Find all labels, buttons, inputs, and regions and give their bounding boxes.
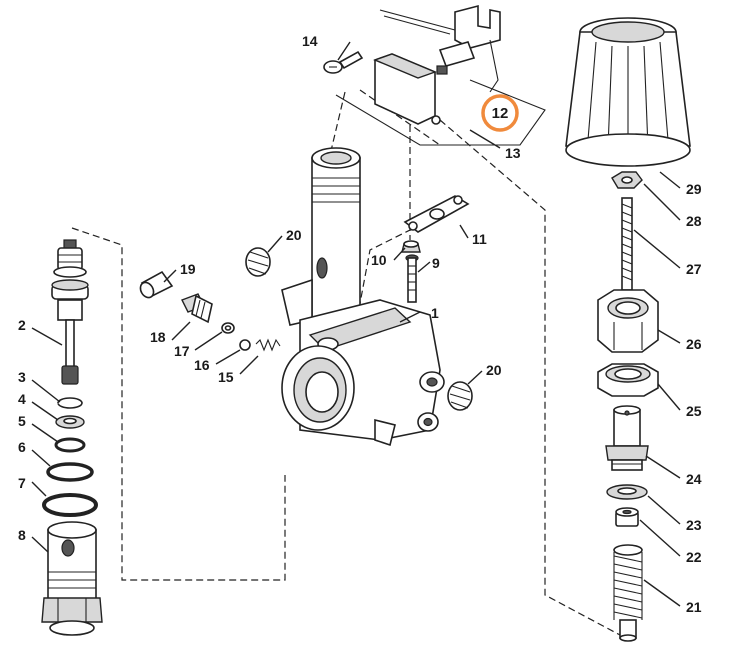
part-24-adjusting-screw[interactable]	[605, 405, 649, 471]
callout-14[interactable]: 14	[302, 33, 318, 49]
part-11-bracket[interactable]	[403, 195, 470, 233]
callout-29[interactable]: 29	[686, 181, 702, 197]
part-18-nipple[interactable]	[181, 293, 213, 324]
callout-26[interactable]: 26	[686, 336, 702, 352]
callout-23[interactable]: 23	[686, 517, 702, 533]
callout-22[interactable]: 22	[686, 549, 702, 565]
callout-8[interactable]: 8	[18, 527, 26, 543]
part-2-valve-stem[interactable]	[51, 239, 89, 385]
part-28-nut[interactable]	[611, 171, 643, 189]
part-5-o-ring[interactable]	[54, 437, 86, 453]
callout-3[interactable]: 3	[18, 369, 26, 385]
part-4-washer[interactable]	[55, 415, 85, 429]
callout-4[interactable]: 4	[18, 391, 26, 407]
part-1-housing[interactable]	[281, 147, 445, 447]
part-7-o-ring[interactable]	[42, 493, 98, 517]
part-10-washer[interactable]	[401, 240, 421, 253]
part-6-o-ring[interactable]	[46, 462, 94, 482]
callout-15[interactable]: 15	[218, 369, 234, 385]
part-15-spring[interactable]	[255, 338, 281, 352]
callout-20-right[interactable]: 20	[486, 362, 502, 378]
callout-28[interactable]: 28	[686, 213, 702, 229]
part-29-cap[interactable]	[565, 17, 691, 167]
part-19-pin[interactable]	[138, 270, 174, 300]
callout-24[interactable]: 24	[686, 471, 702, 487]
callout-12-highlighted[interactable]: 12	[481, 94, 519, 132]
part-14-screw[interactable]	[323, 50, 364, 74]
callout-19[interactable]: 19	[180, 261, 196, 277]
callout-10[interactable]: 10	[371, 252, 387, 268]
callout-7[interactable]: 7	[18, 475, 26, 491]
callout-16[interactable]: 16	[194, 357, 210, 373]
part-20-plug-top[interactable]	[245, 247, 271, 277]
callout-27[interactable]: 27	[686, 261, 702, 277]
part-12-microswitch[interactable]	[379, 4, 501, 93]
callout-9[interactable]: 9	[432, 255, 440, 271]
part-27-threaded-rod[interactable]	[621, 197, 633, 291]
part-25-lock-nut[interactable]	[597, 363, 659, 397]
part-23-washer[interactable]	[606, 484, 648, 500]
part-16-ball[interactable]	[239, 339, 251, 351]
callout-11[interactable]: 11	[472, 231, 487, 247]
part-9-screw[interactable]	[405, 254, 419, 303]
callout-2[interactable]: 2	[18, 317, 26, 333]
callout-21[interactable]: 21	[686, 599, 702, 615]
part-20-plug-right[interactable]	[447, 381, 473, 411]
callout-labels: 1 2 3 4 5 6 7 8 9 10 11 13 14 15 16 17 1…	[18, 33, 702, 615]
part-26-hex-nut[interactable]	[597, 289, 659, 353]
part-22-piston[interactable]	[615, 507, 639, 527]
callout-20-top[interactable]: 20	[286, 227, 302, 243]
part-3-retaining-ring[interactable]	[57, 397, 83, 409]
part-13-switch-housing[interactable]	[373, 53, 441, 125]
callout-17[interactable]: 17	[174, 343, 190, 359]
part-8-valve-body[interactable]	[41, 521, 103, 636]
callout-13[interactable]: 13	[505, 145, 521, 161]
callout-1[interactable]: 1	[431, 305, 439, 321]
callout-18[interactable]: 18	[150, 329, 166, 345]
leader-lines	[31, 41, 681, 607]
callout-12-label: 12	[492, 105, 509, 122]
callout-6[interactable]: 6	[18, 439, 26, 455]
callout-5[interactable]: 5	[18, 413, 26, 429]
part-21-spring[interactable]	[613, 544, 643, 642]
callout-25[interactable]: 25	[686, 403, 702, 419]
part-17-ring[interactable]	[221, 322, 235, 334]
